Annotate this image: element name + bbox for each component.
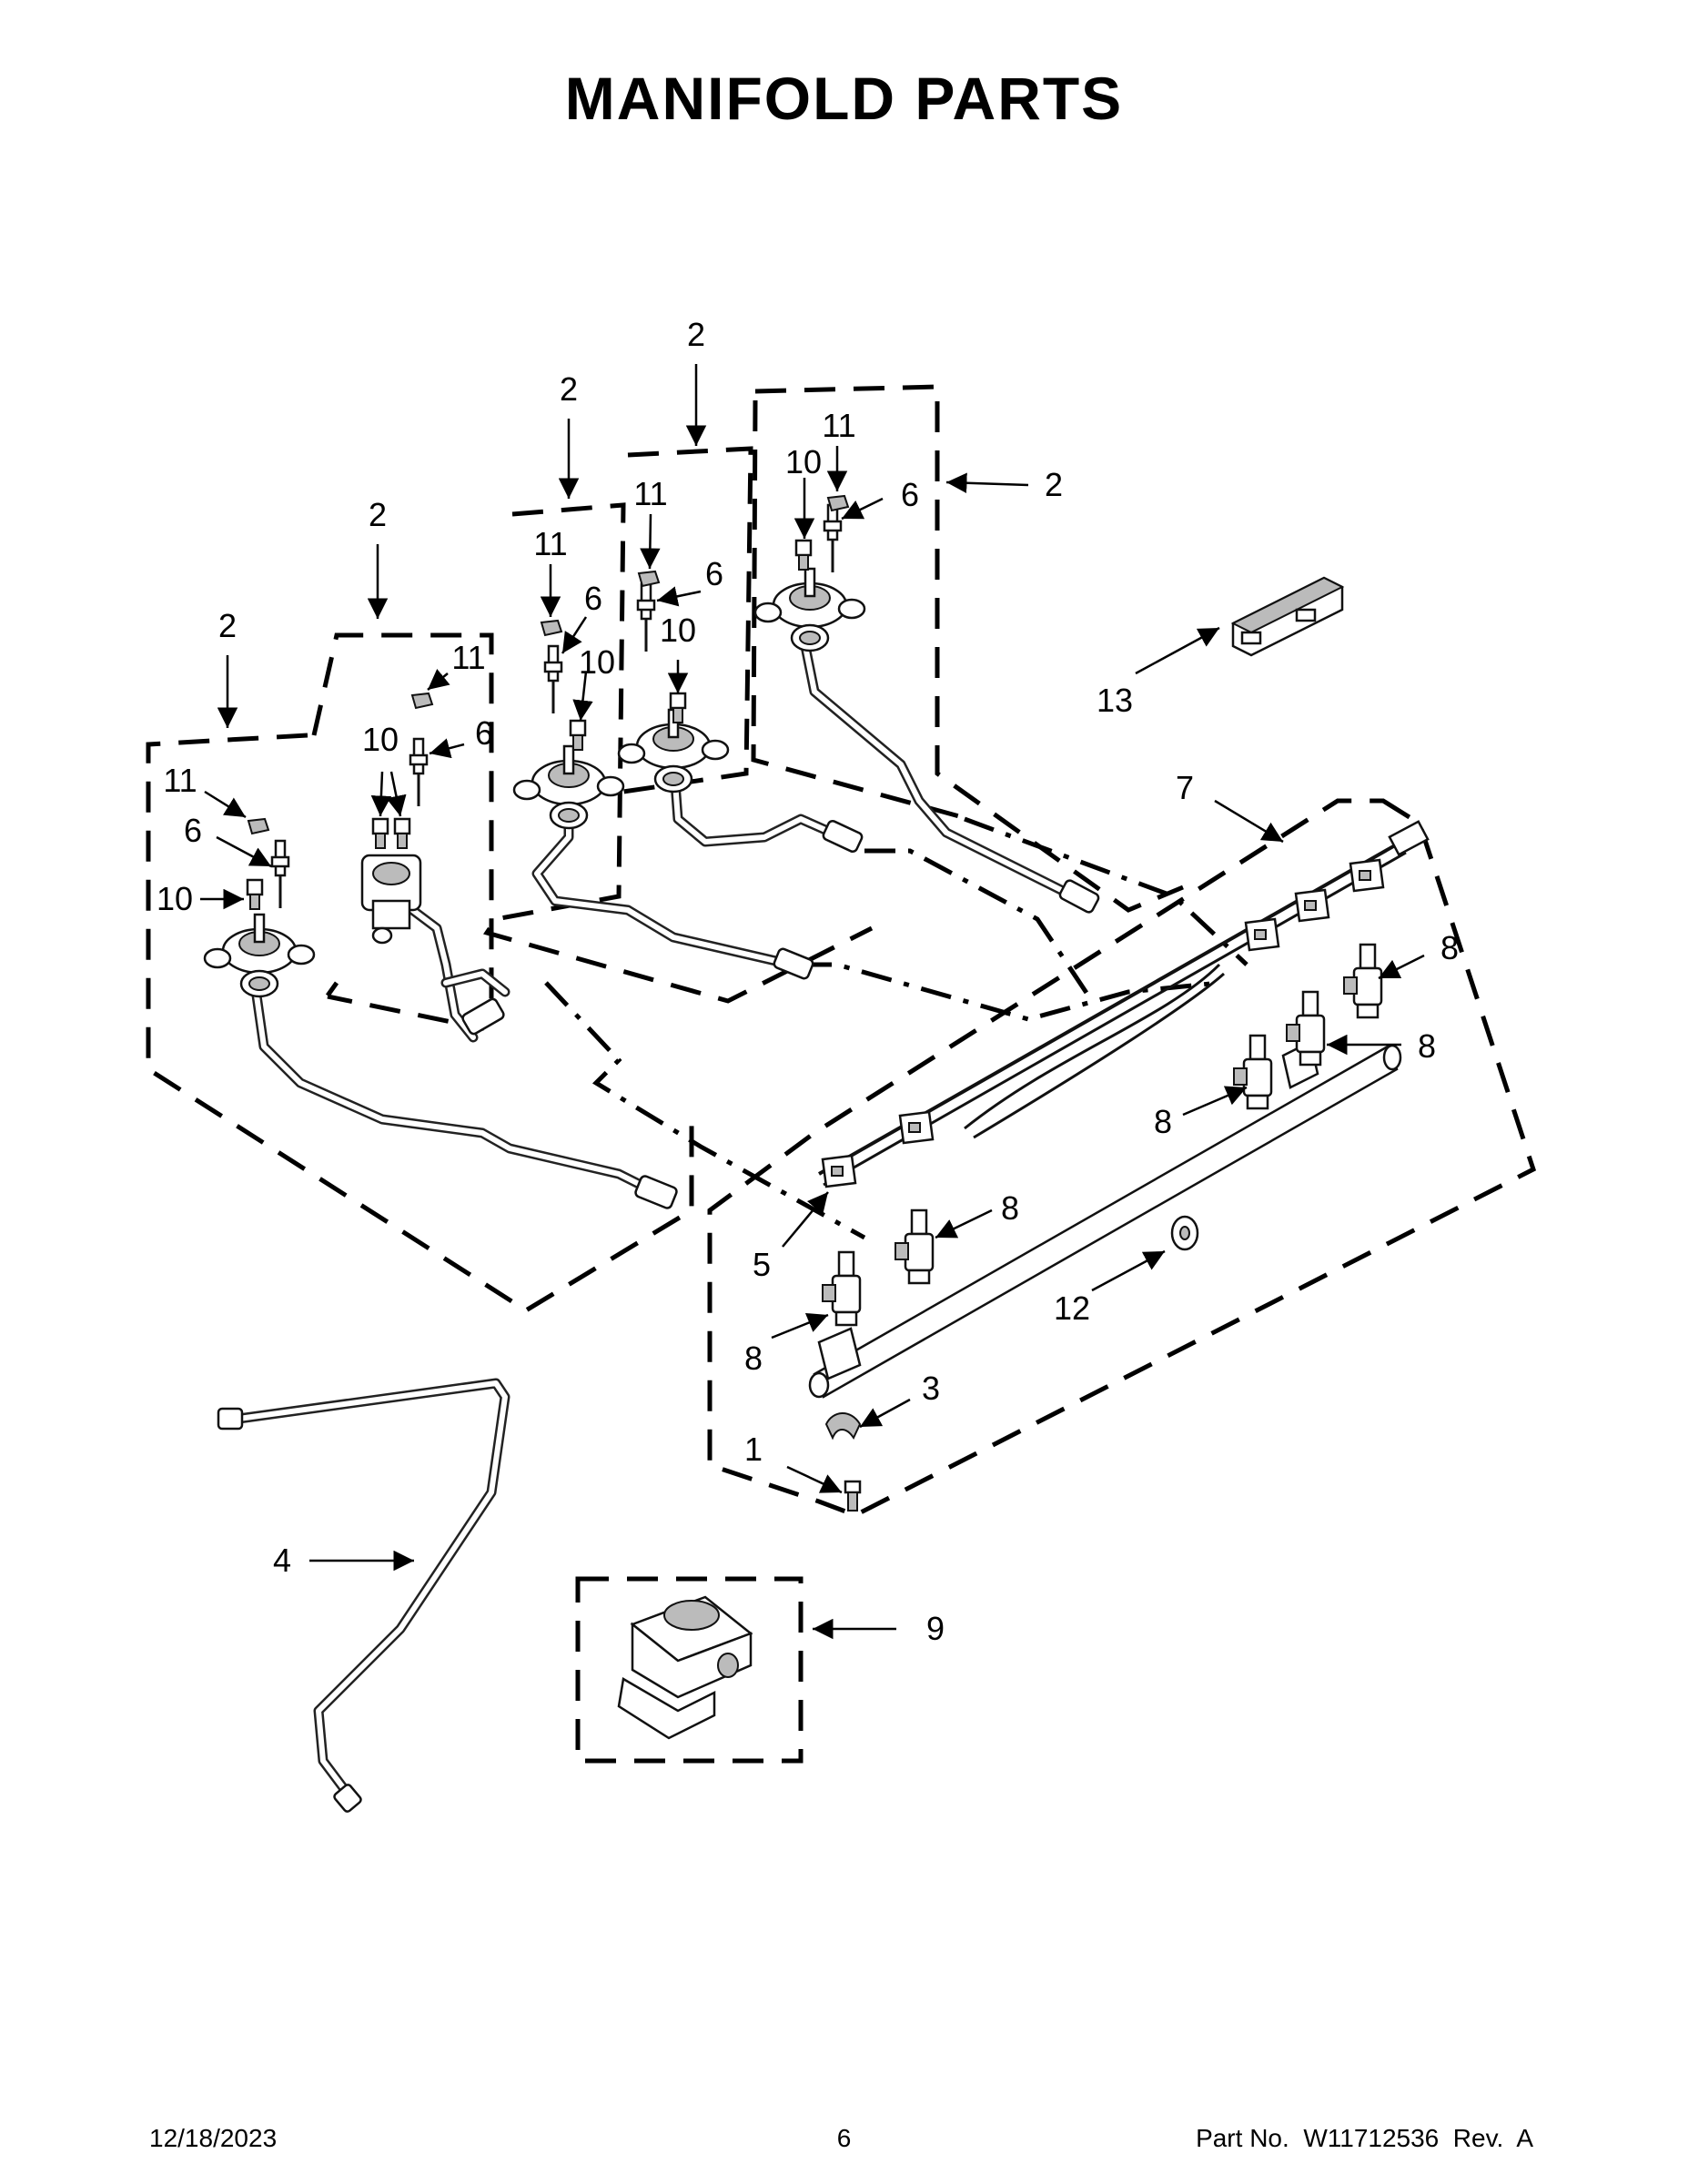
callout-6: 6 [901, 476, 919, 513]
callout-9: 9 [926, 1610, 945, 1647]
burner-assembly-box-2 [311, 632, 494, 1031]
burner-valve-2 [360, 854, 422, 945]
callout-6: 6 [184, 812, 202, 849]
callout-leaders [200, 364, 1425, 1640]
callout-2: 2 [560, 370, 578, 408]
callout-11: 11 [163, 762, 197, 799]
callout-12: 12 [1054, 1289, 1090, 1327]
burner-assembly-box-1 [146, 733, 694, 1313]
callout-10: 10 [579, 643, 615, 681]
burner-tube-3 [531, 814, 797, 970]
spark-module [1230, 576, 1345, 657]
footer-page-number: 6 [836, 2124, 852, 2152]
strap-screw [844, 1480, 862, 1512]
footer-date: 12/18/2023 [149, 2124, 278, 2152]
callout-11: 11 [533, 525, 567, 562]
callout-10: 10 [660, 612, 696, 649]
callout-6: 6 [584, 580, 602, 617]
burner-tube-1 [249, 977, 661, 1198]
callout-7: 7 [1176, 769, 1194, 806]
callout-11: 11 [451, 639, 485, 676]
callout-1: 1 [744, 1431, 763, 1468]
callout-4: 4 [273, 1542, 291, 1579]
footer-part-number: Part No. W11712536 Rev. A [1196, 2124, 1533, 2152]
callout-3: 3 [922, 1370, 940, 1407]
pressure-regulator [617, 1595, 753, 1740]
callout-10: 10 [785, 443, 822, 480]
burner-tube-2 [395, 895, 510, 1043]
callout-5: 5 [753, 1246, 771, 1283]
burner-valve-5 [753, 567, 866, 652]
burner-valve-1 [203, 913, 316, 998]
callout-8: 8 [1440, 929, 1459, 966]
burner-tube-5 [800, 641, 1079, 902]
callout-2: 2 [687, 316, 705, 353]
manifold-assembly-box [707, 798, 1537, 1518]
callout-11: 11 [633, 475, 667, 512]
callout-6: 6 [705, 555, 723, 592]
callout-10: 10 [157, 880, 193, 917]
burner-valve-3 [512, 744, 625, 830]
regulator-box [575, 1576, 804, 1764]
callout-2: 2 [1045, 466, 1063, 503]
callout-8: 8 [744, 1340, 763, 1377]
callout-13: 13 [1097, 682, 1133, 719]
screw-parts [246, 539, 813, 911]
callout-labels: 2 2 2 2 2 11 6 10 11 10 6 11 6 10 11 6 1… [157, 316, 1459, 1647]
burner-assembly-box-3 [483, 502, 874, 1004]
burner-assembly-box-5 [751, 384, 1184, 913]
callout-10: 10 [362, 721, 399, 758]
pipe-strap [824, 1412, 862, 1441]
tube-fittings [461, 819, 1100, 1209]
callout-8: 8 [1001, 1189, 1019, 1227]
callout-6: 6 [475, 714, 493, 752]
washer-part [1170, 1215, 1199, 1251]
manifold-pipe [808, 1040, 1402, 1399]
callout-8: 8 [1154, 1103, 1172, 1140]
burner-tube-4 [670, 777, 847, 847]
dash-dot-leaders [544, 816, 1248, 1240]
page-title: MANIFOLD PARTS [564, 65, 1124, 132]
callout-8: 8 [1418, 1027, 1436, 1065]
callout-2: 2 [369, 496, 387, 533]
supply-tube [217, 1378, 510, 1813]
callout-11: 11 [822, 407, 855, 444]
callout-2: 2 [218, 607, 237, 644]
